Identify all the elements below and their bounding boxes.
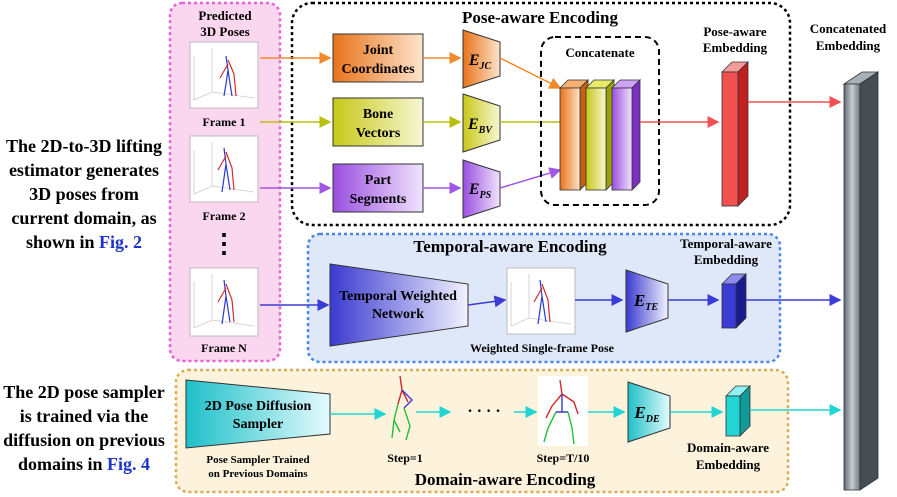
encoder-jc (462, 29, 501, 89)
joint-coordinates-box (332, 33, 424, 83)
concatenated-embedding-bar (842, 71, 880, 491)
encoder-de (627, 381, 671, 443)
concat-block-purple (611, 79, 641, 191)
sampler-note-text: The 2D pose sampler is trained via the d… (3, 382, 165, 474)
weighted-pose-thumbnail (506, 267, 576, 335)
step2-pose (538, 376, 588, 446)
pose-aware-title: Pose-aware Encoding (462, 8, 618, 27)
encoder-bv-label: EBV (467, 116, 493, 136)
encoder-te (625, 269, 669, 333)
concatenate-box (540, 36, 660, 206)
step2-label: Step=T/10 (537, 451, 590, 465)
frame-n-label: Frame N (201, 341, 247, 355)
diffusion-sampler (185, 379, 331, 449)
frames-ellipsis: ⋮ (211, 229, 237, 258)
temporal-emb-line2: Embedding (694, 252, 759, 267)
predicted-title-1: Predicted (198, 8, 252, 23)
temporal-aware-title: Temporal-aware Encoding (413, 237, 607, 256)
pose-aware-embedding-block (721, 61, 749, 207)
lifting-note: The 2D-to-3D lifting estimator generates… (2, 134, 166, 254)
trained-line1: Pose Sampler Trained (206, 454, 309, 466)
bone-line1: Bone (363, 107, 393, 122)
pose-emb-line1: Pose-aware (703, 24, 767, 39)
temporal-aware-embedding-block (721, 273, 747, 329)
trained-line2: on Previous Domains (208, 468, 308, 480)
encoder-de-label: EDE (633, 403, 660, 425)
joint-line1: Joint (363, 43, 394, 58)
encoder-te-label: ETE (633, 291, 658, 313)
temporal-network-line2: Network (372, 307, 424, 322)
sampler-fig-link[interactable]: Fig. 4 (107, 454, 151, 474)
sampler-note: The 2D pose sampler is trained via the d… (2, 380, 166, 476)
concat-emb-line1: Concatenated (810, 21, 887, 36)
frame-2-label: Frame 2 (203, 209, 246, 223)
domain-emb-line1: Domain-aware (687, 440, 769, 455)
predicted-title-2: 3D Poses (200, 24, 249, 39)
frame-1-thumbnail (189, 41, 259, 109)
temporal-network-line1: Temporal Weighted (339, 289, 457, 304)
pose-emb-line2: Embedding (703, 40, 768, 55)
arrow-jc-concat (499, 57, 562, 89)
encoder-jc-label: EJC (468, 52, 492, 72)
concat-block-yellow (585, 79, 615, 191)
concat-emb-line2: Embedding (816, 38, 881, 53)
temporal-weighted-network (329, 263, 469, 347)
frame-n-thumbnail (189, 267, 259, 337)
frame-1-label: Frame 1 (203, 115, 246, 129)
sampler-line1: 2D Pose Diffusion (205, 399, 312, 414)
arrow-ps-concat (499, 167, 562, 189)
concatenate-label: Concatenate (565, 45, 635, 60)
lifting-fig-link[interactable]: Fig. 2 (99, 232, 143, 252)
steps-dots: · · · · (467, 403, 500, 420)
part-line1: Part (365, 173, 392, 188)
lifting-note-text: The 2D-to-3D lifting estimator generates… (6, 136, 162, 252)
domain-aware-title: Domain-aware Encoding (415, 470, 596, 489)
joint-line2: Coordinates (341, 62, 415, 77)
encoder-ps (462, 159, 501, 219)
domain-aware-embedding-block (725, 385, 751, 437)
part-line2: Segments (350, 192, 407, 207)
domain-emb-line2: Embedding (696, 457, 761, 472)
encoder-bv (462, 93, 501, 153)
step1-pose (391, 375, 413, 441)
encoder-ps-label: EPS (468, 181, 492, 201)
step1-label: Step=1 (387, 451, 423, 465)
arrow-network-weighted (467, 295, 507, 308)
bone-line2: Vectors (356, 126, 401, 141)
temporal-emb-line1: Temporal-aware (680, 236, 772, 251)
concat-block-orange (559, 79, 589, 191)
sampler-line2: Sampler (233, 417, 284, 432)
weighted-pose-label: Weighted Single-frame Pose (470, 341, 615, 355)
pose-aware-panel (290, 1, 792, 227)
frame-2-thumbnail (189, 135, 259, 203)
bone-vectors-box (332, 97, 424, 147)
